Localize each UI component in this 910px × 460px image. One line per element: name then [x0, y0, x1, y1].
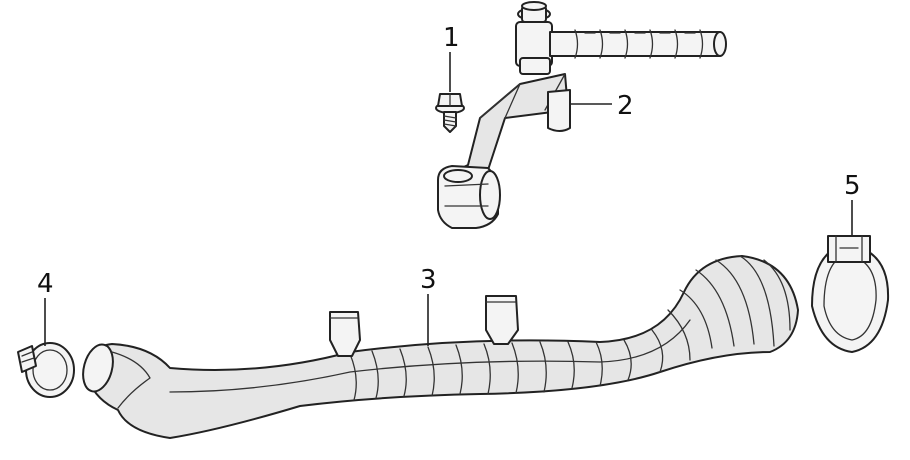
hose-clamp-icon — [811, 235, 890, 353]
corrugated-intake-hose-icon — [82, 255, 799, 439]
flange-bolt-icon — [435, 93, 465, 133]
callout-5: 5 — [844, 171, 861, 201]
hose-clamp-icon — [17, 342, 75, 398]
callout-2: 2 — [617, 91, 634, 121]
bracket-with-breather-valve-icon — [437, 1, 727, 229]
callout-1: 1 — [443, 23, 460, 53]
callout-4: 4 — [37, 269, 54, 299]
callout-3: 3 — [420, 265, 437, 295]
